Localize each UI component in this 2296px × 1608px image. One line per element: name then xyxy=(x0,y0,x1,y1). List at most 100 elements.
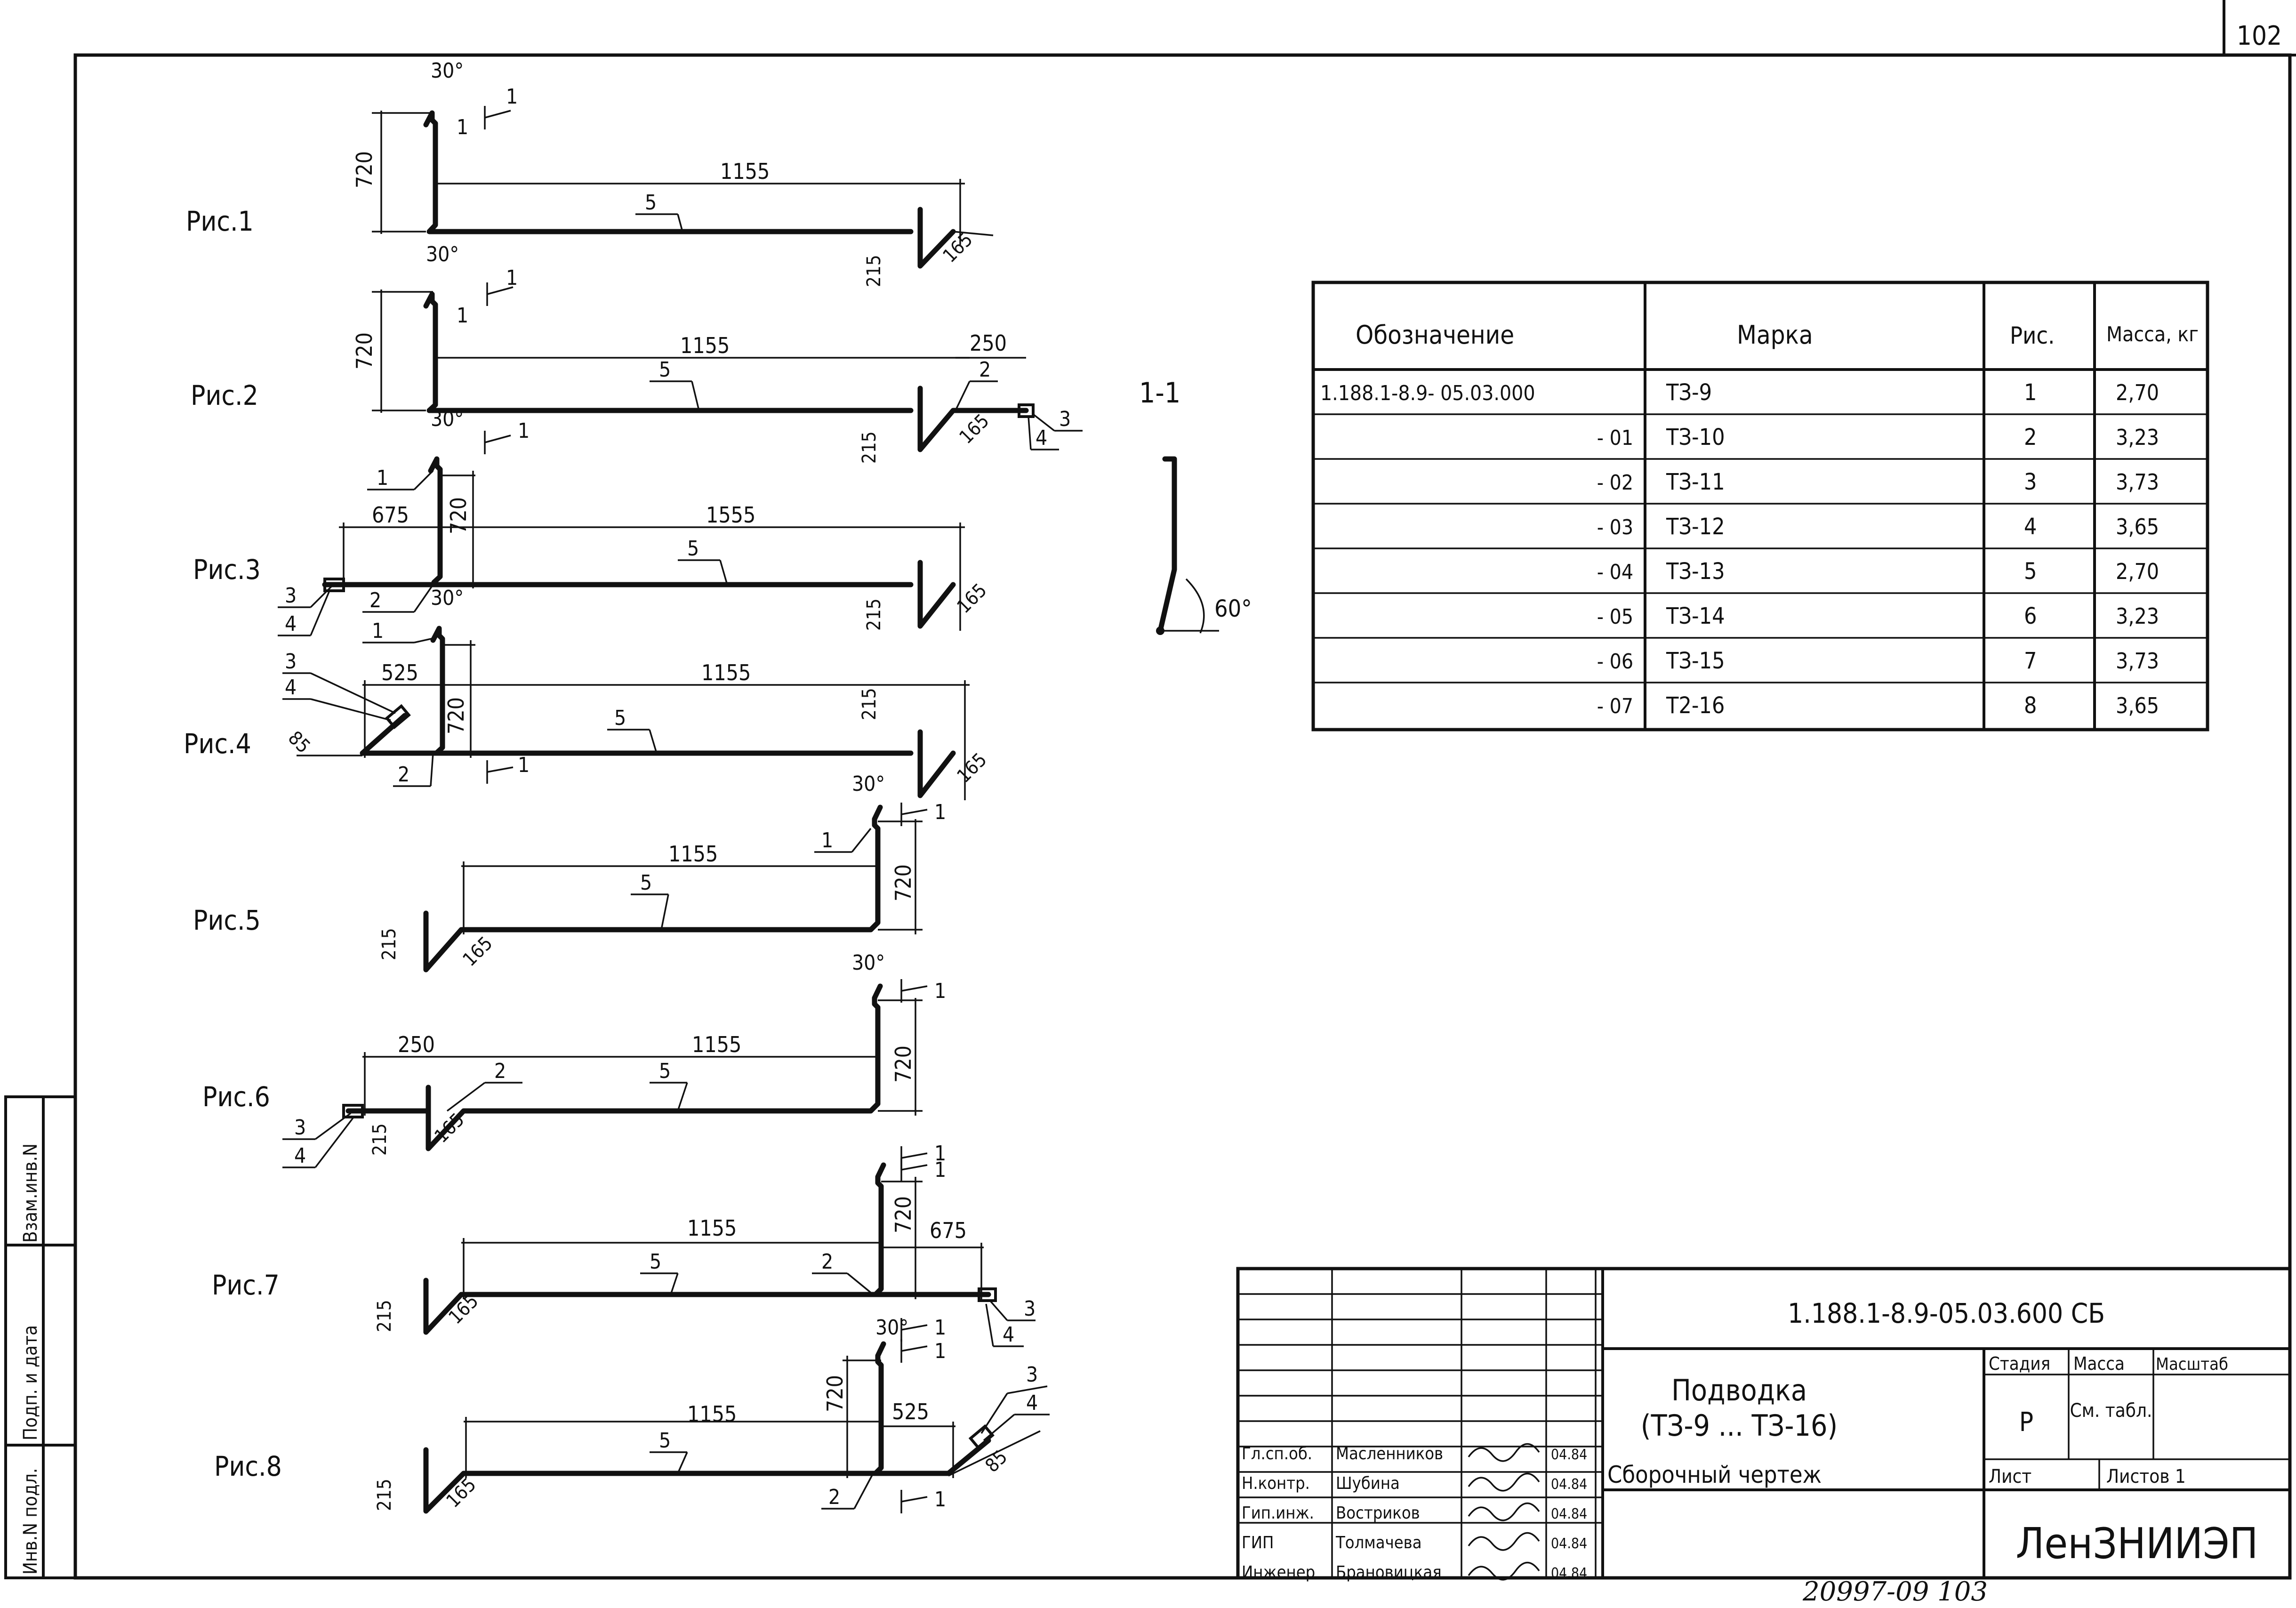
cell-mark: ТЗ-10 xyxy=(1666,424,1725,450)
sheets-label: Листов 1 xyxy=(2106,1466,2186,1487)
stage-value: Р xyxy=(2019,1407,2033,1438)
svg-text:5: 5 xyxy=(687,537,699,561)
cell-designation: - 06 xyxy=(1597,650,1633,674)
svg-text:1: 1 xyxy=(372,619,384,643)
cell-designation: - 05 xyxy=(1597,605,1633,629)
staff-date: 04.84 xyxy=(1551,1447,1587,1463)
svg-text:4: 4 xyxy=(1036,426,1047,450)
svg-text:3: 3 xyxy=(285,584,297,608)
svg-text:85: 85 xyxy=(284,727,314,758)
cell-designation: - 03 xyxy=(1597,515,1633,539)
cell-designation: - 07 xyxy=(1597,694,1633,718)
figure-6-label: Рис.6 xyxy=(202,1081,270,1113)
sheet-code: 1.188.1-8.9-05.03.600 СБ xyxy=(1788,1297,2105,1329)
cell-designation: - 02 xyxy=(1597,471,1633,495)
figure-1: Рис.1 720 30° 1155 5 215 165 1 1 xyxy=(186,59,994,287)
svg-text:30°: 30° xyxy=(431,586,464,610)
staff-role: ГИП xyxy=(1242,1533,1274,1552)
svg-text:3: 3 xyxy=(1024,1297,1036,1321)
staff-name: Брановицкая xyxy=(1336,1563,1442,1582)
svg-text:2: 2 xyxy=(979,358,991,382)
svg-text:1: 1 xyxy=(934,1487,946,1512)
page-number: 102 xyxy=(2237,21,2282,51)
signature-scribble xyxy=(1468,1502,1540,1521)
svg-text:165: 165 xyxy=(955,410,994,448)
side-label-replace: Взам.инв.N xyxy=(20,1143,41,1243)
svg-text:215: 215 xyxy=(863,598,885,631)
svg-text:1: 1 xyxy=(377,466,388,490)
svg-text:30°: 30° xyxy=(852,951,885,975)
svg-text:1: 1 xyxy=(934,1316,946,1340)
svg-text:3: 3 xyxy=(285,650,297,674)
svg-text:250: 250 xyxy=(398,1032,435,1057)
svg-text:2: 2 xyxy=(369,588,381,612)
cell-fig: 2 xyxy=(2024,424,2037,450)
section-label: 1-1 xyxy=(1139,377,1180,410)
cell-mark: ТЗ-11 xyxy=(1666,469,1725,495)
svg-text:1: 1 xyxy=(518,419,530,443)
cell-mass: 3,65 xyxy=(2116,514,2159,539)
sheet-frame xyxy=(73,53,2292,1580)
cell-mark: ТЗ-13 xyxy=(1666,558,1725,585)
cell-fig: 5 xyxy=(2024,558,2037,585)
figure-1-label: Рис.1 xyxy=(186,205,254,237)
svg-text:30°: 30° xyxy=(875,1316,908,1340)
cell-mark: Т2-16 xyxy=(1666,692,1725,719)
svg-text:1155: 1155 xyxy=(687,1401,737,1427)
svg-text:4: 4 xyxy=(294,1144,306,1168)
svg-text:165: 165 xyxy=(953,579,991,618)
svg-text:30°: 30° xyxy=(431,59,464,83)
svg-text:215: 215 xyxy=(859,431,880,464)
svg-text:165: 165 xyxy=(953,749,991,787)
svg-text:1: 1 xyxy=(518,753,530,777)
svg-text:720: 720 xyxy=(891,1196,916,1233)
cell-mass: 3,73 xyxy=(2116,469,2159,495)
svg-text:720: 720 xyxy=(352,332,377,370)
svg-text:525: 525 xyxy=(381,660,418,685)
svg-text:720: 720 xyxy=(891,864,916,901)
table-header-fig: Рис. xyxy=(2010,322,2055,349)
svg-text:1155: 1155 xyxy=(680,333,730,358)
svg-text:165: 165 xyxy=(442,1474,481,1512)
svg-text:4: 4 xyxy=(1003,1323,1014,1347)
figure-5: Рис.5 1155 720 30° 215 165 5 1 1 xyxy=(193,772,946,973)
figure-6: Рис.6 250 1155 720 30° 215 165 2 5 3 4 1… xyxy=(202,951,946,1170)
cell-mark: ТЗ-15 xyxy=(1666,648,1725,674)
svg-text:1: 1 xyxy=(934,800,946,824)
svg-text:4: 4 xyxy=(1026,1391,1038,1415)
svg-text:1: 1 xyxy=(934,1158,946,1182)
staff-role: Гл.сп.об. xyxy=(1242,1444,1312,1463)
svg-text:5: 5 xyxy=(650,1250,661,1274)
svg-text:5: 5 xyxy=(659,358,671,382)
side-label-sign: Подп. и дата xyxy=(20,1325,41,1440)
svg-text:85: 85 xyxy=(981,1446,1012,1477)
svg-text:1: 1 xyxy=(506,266,518,290)
svg-text:675: 675 xyxy=(372,502,409,528)
svg-text:720: 720 xyxy=(446,497,471,534)
svg-text:720: 720 xyxy=(443,697,469,734)
svg-text:1155: 1155 xyxy=(668,841,718,867)
signature-scribble xyxy=(1468,1532,1540,1551)
cell-mass: 3,65 xyxy=(2116,693,2159,718)
section-angle: 60° xyxy=(1214,595,1252,622)
cell-mark: ТЗ-12 xyxy=(1666,514,1725,540)
svg-text:1: 1 xyxy=(934,979,946,1003)
cell-fig: 7 xyxy=(2024,648,2037,674)
staff-name: Востриков xyxy=(1336,1503,1420,1523)
svg-text:720: 720 xyxy=(891,1045,916,1083)
svg-text:215: 215 xyxy=(863,255,885,287)
svg-text:2: 2 xyxy=(828,1485,840,1509)
staff-name: Масленников xyxy=(1336,1444,1443,1463)
svg-text:1: 1 xyxy=(934,1339,946,1363)
side-stamp: Взам.инв.N Подп. и дата Инв.N подл. xyxy=(4,1095,77,1579)
